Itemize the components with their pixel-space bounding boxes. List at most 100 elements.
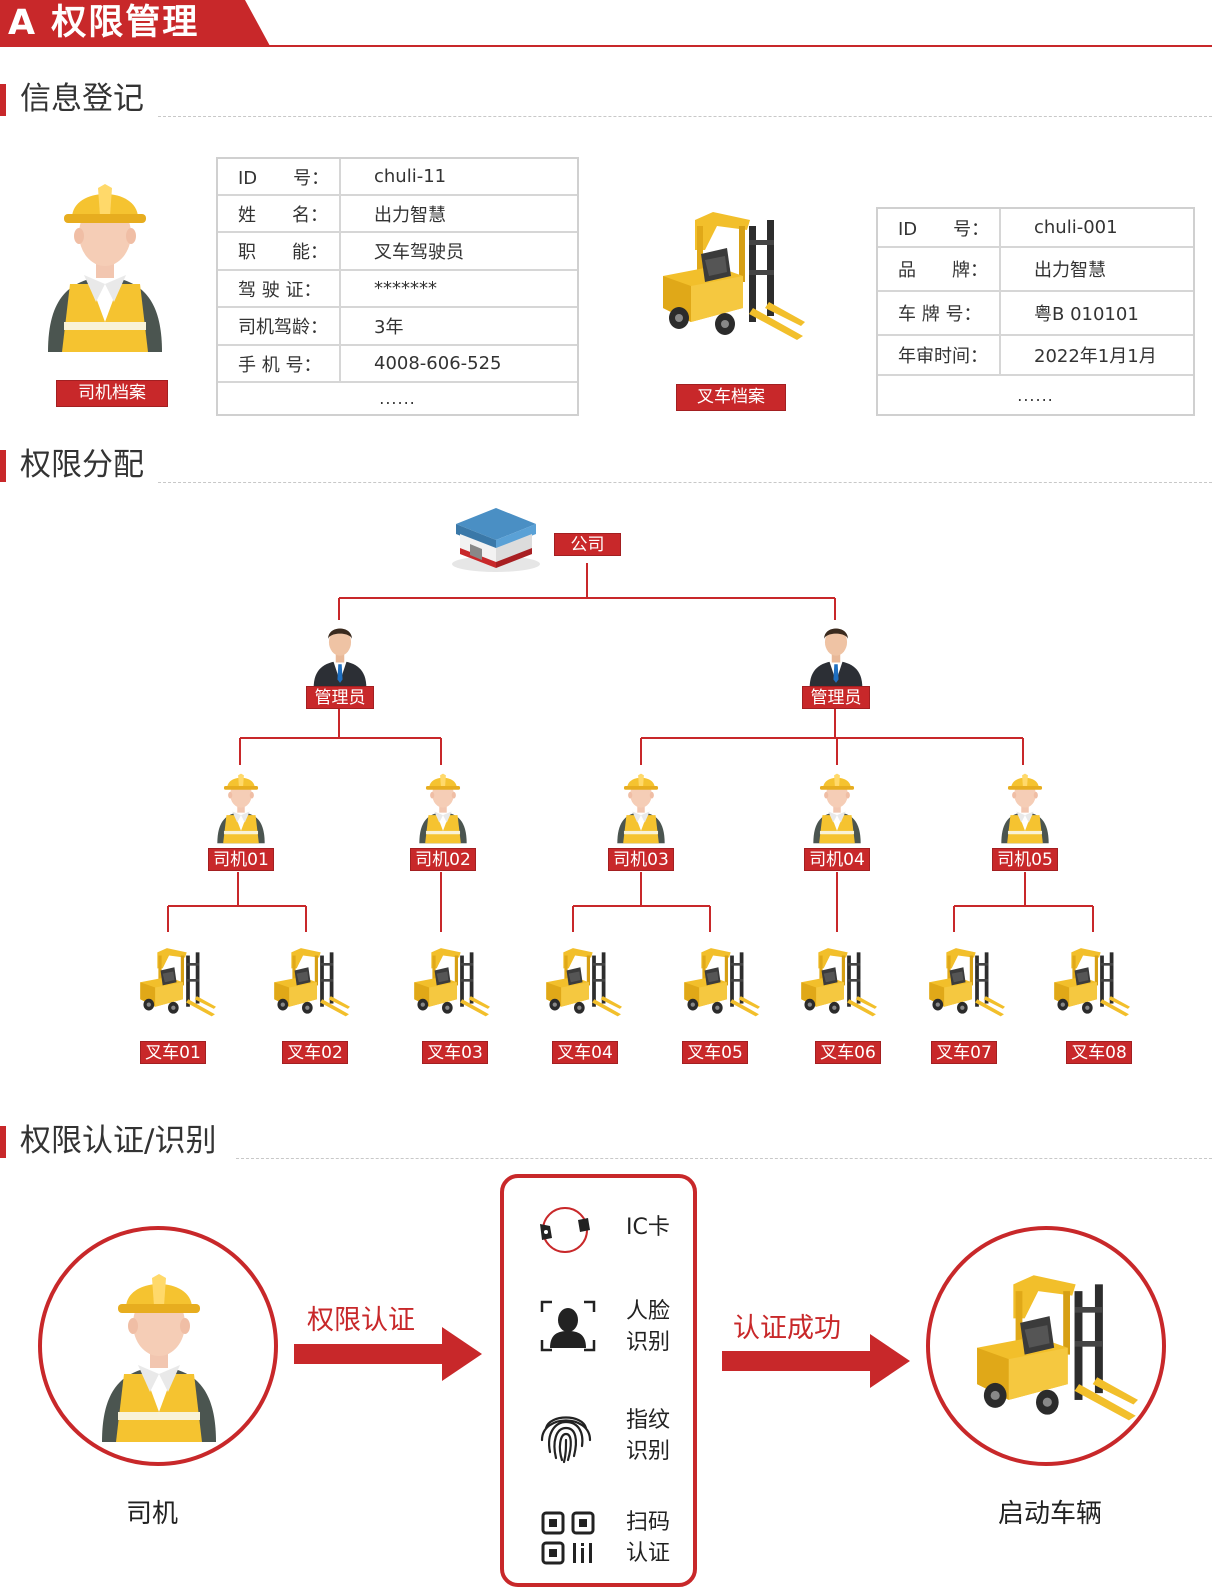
driver-tag: 司机03 — [608, 848, 674, 871]
driver-avatar-icon — [214, 768, 268, 844]
table-row: 职 能： 叉车驾驶员 — [218, 233, 577, 271]
forklift-profile-tag: 叉车档案 — [676, 384, 786, 411]
row-key: ID 号： — [878, 209, 1001, 246]
face-recognition-icon — [540, 1300, 596, 1352]
row-value: chuli-001 — [1034, 217, 1118, 238]
forklift-tag: 叉车05 — [682, 1041, 748, 1064]
driver-info-table: ID 号： chuli-11 姓 名： 出力智慧 职 能： 叉车驾驶员 驾 驶 … — [216, 157, 579, 416]
row-value: 出力智慧 — [1034, 260, 1106, 281]
forklift-icon — [797, 936, 877, 1022]
forklift-icon — [968, 1250, 1138, 1432]
row-value: 出力智慧 — [374, 204, 446, 226]
more-indicator: ...... — [379, 389, 416, 408]
forklift-info-table: ID 号： chuli-001 品 牌： 出力智慧 车 牌 号： 粤B 0101… — [876, 207, 1195, 416]
auth-methods-box — [500, 1174, 697, 1587]
row-value: 3年 — [374, 317, 404, 338]
forklift-icon — [136, 936, 216, 1022]
admin-tag: 管理员 — [802, 686, 870, 709]
ic-card-icon — [540, 1207, 590, 1253]
driver-avatar-icon — [998, 768, 1052, 844]
row-key: 年审时间： — [878, 336, 1001, 374]
forklift-tag: 叉车06 — [815, 1041, 881, 1064]
banner-underline — [0, 45, 1212, 47]
row-key: 职 能： — [218, 233, 341, 269]
row-key: ID 号： — [218, 159, 341, 194]
row-value: 2022年1月1月 — [1034, 346, 1157, 367]
section-marker — [0, 450, 6, 482]
banner-title: A 权限管理 — [8, 3, 200, 43]
forklift-avatar-icon — [655, 190, 805, 350]
driver-avatar-icon — [40, 172, 170, 352]
more-indicator: ...... — [1017, 385, 1054, 405]
driver-avatar-icon — [614, 768, 668, 844]
forklift-tag: 叉车03 — [422, 1041, 488, 1064]
row-key: 司机驾龄： — [218, 308, 341, 344]
row-value: 粤B 010101 — [1034, 304, 1139, 325]
table-row: ...... — [878, 376, 1193, 414]
section-title-registration: 信息登记 — [20, 81, 144, 117]
fingerprint-icon — [540, 1416, 592, 1464]
table-row: 车 牌 号： 粤B 010101 — [878, 292, 1193, 336]
method-label: 指纹 识别 — [626, 1408, 671, 1464]
arrow-right-icon — [294, 1327, 482, 1381]
driver-tag: 司机04 — [804, 848, 870, 871]
admin-tag: 管理员 — [306, 686, 374, 709]
table-row: ID 号： chuli-11 — [218, 159, 577, 196]
section-title-assignment: 权限分配 — [20, 447, 144, 483]
auth-arrow-label: 认证成功 — [733, 1313, 841, 1344]
table-row: 司机驾龄： 3年 — [218, 308, 577, 346]
driver-profile-tag: 司机档案 — [56, 380, 168, 407]
forklift-icon — [410, 936, 490, 1022]
method-label: 扫码 认证 — [626, 1510, 671, 1566]
row-key: 品 牌： — [878, 248, 1001, 290]
qr-code-icon — [541, 1511, 595, 1565]
section-marker — [0, 1126, 6, 1158]
admin-avatar-icon — [310, 620, 370, 688]
driver-avatar-icon — [94, 1262, 224, 1442]
driver-tag: 司机01 — [208, 848, 274, 871]
banner — [0, 0, 270, 46]
driver-tag: 司机05 — [992, 848, 1058, 871]
table-row: ID 号： chuli-001 — [878, 209, 1193, 248]
table-row: 姓 名： 出力智慧 — [218, 196, 577, 233]
forklift-tag: 叉车02 — [282, 1041, 348, 1064]
forklift-tag: 叉车07 — [931, 1041, 997, 1064]
table-row: 年审时间： 2022年1月1月 — [878, 336, 1193, 376]
company-tag: 公司 — [554, 533, 621, 556]
driver-avatar-icon — [810, 768, 864, 844]
forklift-icon — [1050, 936, 1130, 1022]
forklift-icon — [680, 936, 760, 1022]
row-key: 手 机 号： — [218, 346, 341, 381]
forklift-tag: 叉车08 — [1066, 1041, 1132, 1064]
company-building-icon — [452, 508, 540, 572]
driver-caption: 司机 — [126, 1499, 179, 1529]
forklift-icon — [925, 936, 1005, 1022]
method-label: 人脸 识别 — [626, 1299, 671, 1355]
forklift-tag: 叉车01 — [140, 1041, 206, 1064]
vehicle-caption: 启动车辆 — [998, 1499, 1103, 1529]
row-value: ******* — [374, 278, 437, 299]
auth-arrow-label: 权限认证 — [307, 1305, 415, 1336]
driver-avatar-icon — [416, 768, 470, 844]
table-row: 品 牌： 出力智慧 — [878, 248, 1193, 292]
row-value: 4008-606-525 — [374, 353, 502, 374]
section-title-authentication: 权限认证/识别 — [20, 1123, 217, 1159]
section-divider — [158, 116, 1212, 117]
row-key: 姓 名： — [218, 196, 341, 231]
forklift-icon — [542, 936, 622, 1022]
table-row: 手 机 号： 4008-606-525 — [218, 346, 577, 383]
row-value: 叉车驾驶员 — [374, 242, 464, 263]
row-key: 驾 驶 证： — [218, 271, 341, 306]
row-key: 车 牌 号： — [878, 292, 1001, 334]
row-value: chuli-11 — [374, 166, 447, 187]
section-divider — [236, 1158, 1212, 1159]
driver-tag: 司机02 — [410, 848, 476, 871]
section-marker — [0, 84, 6, 116]
method-label: IC卡 — [626, 1215, 670, 1240]
table-row: ...... — [218, 383, 577, 414]
table-row: 驾 驶 证： ******* — [218, 271, 577, 308]
forklift-tag: 叉车04 — [552, 1041, 618, 1064]
forklift-icon — [270, 936, 350, 1022]
section-divider — [158, 482, 1212, 483]
admin-avatar-icon — [806, 620, 866, 688]
